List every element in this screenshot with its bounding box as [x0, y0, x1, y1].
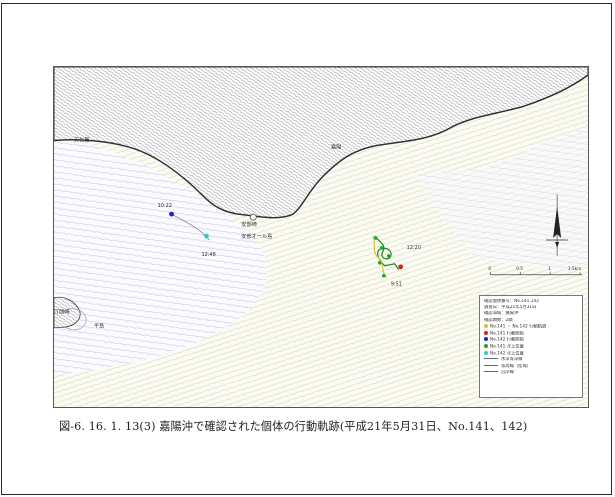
legend-swatch: [484, 323, 488, 328]
time-label-1022: 10:22: [158, 203, 172, 209]
legend-line-label: 等高線（陸域）: [501, 363, 532, 369]
legend-header-area: 確認海域：嘉陽沖: [484, 311, 519, 317]
legend-entry-label: No.142 行動開始: [490, 337, 524, 343]
place-label-abe-island: 安部オール島: [241, 232, 272, 240]
legend-line-sample: [484, 364, 498, 366]
map-graphic: 天仁屋 安部崎 安部オール島 嘉陽 平島 汀間崎 10:22 12:48 12:…: [54, 67, 588, 407]
scale-tick-15: 1.5km: [568, 266, 581, 271]
start-point-no141: [398, 264, 404, 270]
legend-header-count: 確認頭数：2頭: [484, 317, 513, 323]
survey-map: 天仁屋 安部崎 安部オール島 嘉陽 平島 汀間崎 10:22 12:48 12:…: [53, 66, 589, 408]
page-frame: 天仁屋 安部崎 安部オール島 嘉陽 平島 汀間崎 10:22 12:48 12:…: [1, 3, 612, 495]
legend-swatch: [484, 337, 488, 342]
small-islet: [249, 213, 257, 221]
surfacing-point-b: [379, 246, 384, 250]
legend-entry: No.141 浮上位置: [484, 343, 578, 351]
scale-bar: 0 0.5 1 1.5km: [488, 266, 583, 276]
legend-swatch: [484, 343, 488, 348]
legend-header-date: 調査日：平成21年5月31日: [484, 305, 537, 311]
legend-line-label: 沿岸線: [501, 369, 514, 375]
legend-entry-label: No.141 行動開始: [490, 331, 524, 337]
legend-line-label: 水深等深線: [501, 357, 523, 363]
surfacing-point-d: [377, 261, 382, 265]
surfacing-point-e: [381, 273, 386, 278]
legend-entry-label: No.141 ・ No.142 行動軌跡: [490, 324, 547, 330]
track-no142: [169, 211, 210, 241]
legend-header-id: 確認個体番号：No.141,142: [484, 299, 539, 304]
track-line-yellow: [372, 235, 388, 279]
legend-entry: No.142 浮上位置: [484, 350, 578, 358]
scale-tick-05: 0.5: [516, 266, 523, 271]
place-label-tiimazaki: 汀間崎: [54, 308, 70, 316]
legend-line-entry: 等高線（陸域）: [484, 364, 578, 370]
legend-entry: No.142 行動開始: [484, 337, 578, 344]
place-label-hirashima: 平島: [94, 321, 104, 329]
legend-line-entry: 沿岸線: [484, 370, 578, 376]
legend-swatch: [484, 330, 488, 335]
surfacing-point-a: [374, 236, 378, 240]
legend-line-sample: [484, 358, 498, 360]
deep-water-area: [54, 136, 268, 376]
island-landmass: [54, 296, 81, 328]
place-label-kayo: 嘉陽: [331, 143, 341, 151]
figure-caption: 図-6. 16. 1. 13(3) 嘉陽沖で確認された個体の行動軌跡(平成21年…: [59, 420, 528, 433]
scale-tick-0: 0: [488, 266, 491, 271]
legend-entry: No.141 ・ No.142 行動軌跡: [484, 323, 578, 331]
map-legend: 確認個体番号：No.141,142 調査日：平成21年5月31日 確認海域：嘉陽…: [479, 295, 583, 398]
deep-water-area-right: [412, 126, 588, 270]
legend-entry-label: No.142 浮上位置: [490, 351, 524, 357]
surfacing-point-no142: [204, 233, 209, 239]
track-line-no142: [171, 213, 210, 241]
legend-line-entry: 水深等深線: [484, 357, 578, 363]
time-label-1220: 12:20: [407, 245, 421, 251]
surfacing-point-c: [386, 254, 391, 258]
place-label-tenniya: 天仁屋: [74, 136, 90, 144]
legend-entry-label: No.141 浮上位置: [490, 344, 524, 350]
time-label-1248: 12:48: [201, 252, 215, 258]
start-point-no142: [169, 211, 174, 217]
time-label-951: 9:51: [391, 282, 402, 288]
shoreline: [54, 74, 588, 219]
islet-contour: [63, 308, 87, 331]
legend-swatch: [484, 350, 488, 355]
legend-entry: No.141 行動開始: [484, 330, 578, 338]
north-arrow: [546, 194, 569, 256]
track-no141: [372, 235, 404, 279]
legend-line-sample: [484, 370, 498, 372]
scale-tick-1: 1: [548, 266, 551, 271]
place-label-abezaki: 安部崎: [241, 220, 257, 228]
